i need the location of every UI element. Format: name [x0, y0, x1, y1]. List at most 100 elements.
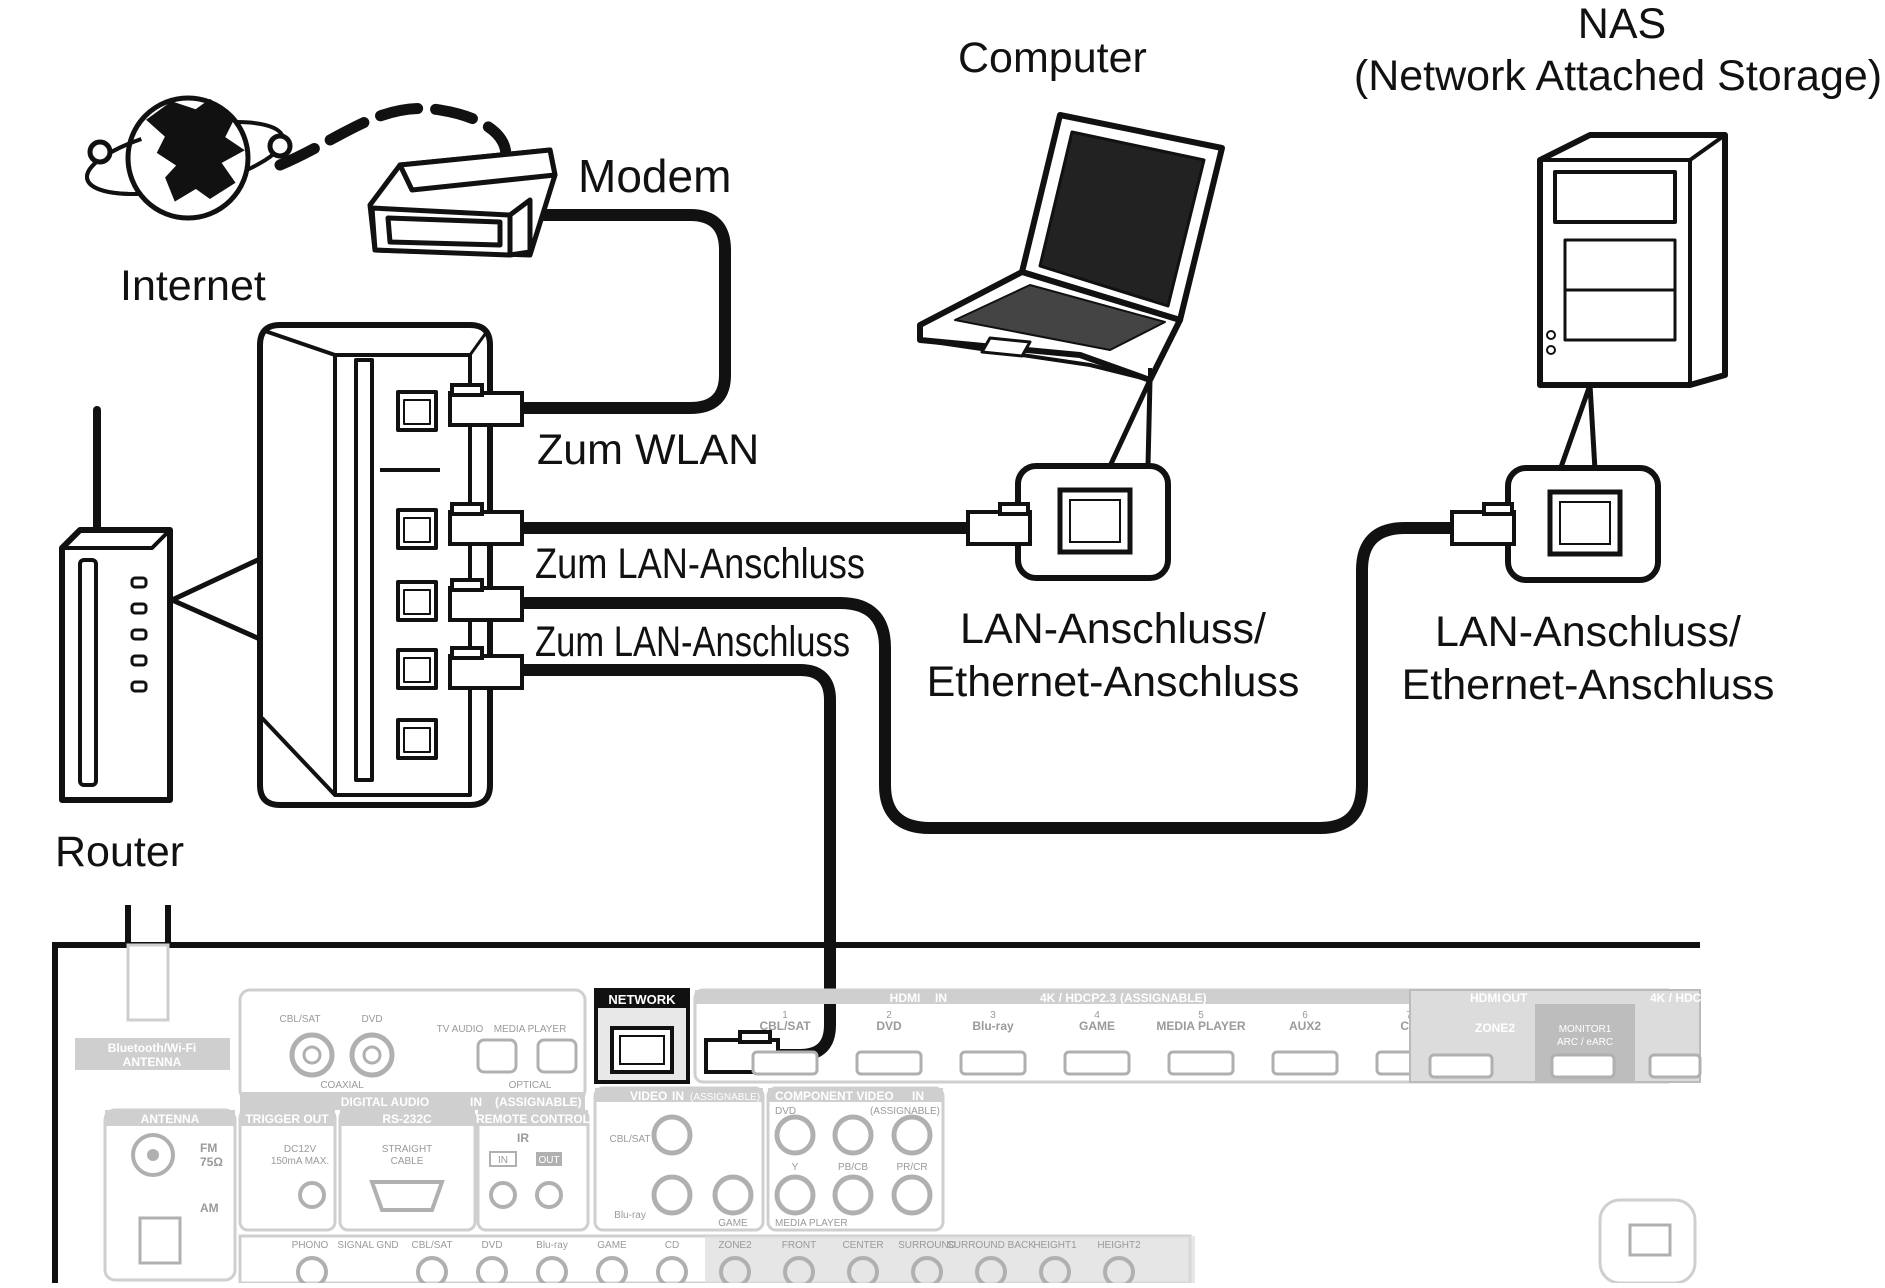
- video-assignable: (ASSIGNABLE): [690, 1092, 760, 1103]
- coax-cbl-sat: CBL/SAT: [280, 1014, 321, 1025]
- zone2-label: ZONE2: [1475, 1021, 1515, 1035]
- rj45-plug: [448, 502, 524, 546]
- analog-input-jack: [416, 1256, 448, 1288]
- hdmi-input-number: 5: [1198, 1010, 1204, 1021]
- video-in-tag: IN: [672, 1089, 684, 1103]
- hdmi-input-label: Blu-ray: [972, 1019, 1014, 1033]
- hdmi-input-label: MEDIA PLAYER: [1156, 1019, 1245, 1033]
- component-tag: IN: [912, 1089, 924, 1103]
- to-wlan-label: Zum WLAN: [537, 426, 759, 474]
- component-pr: PR/CR: [896, 1162, 927, 1173]
- component-dvd: DVD: [775, 1106, 796, 1117]
- nas-port-label: LAN-Anschluss/: [1435, 608, 1741, 656]
- hdmi-input-port: [1063, 1050, 1131, 1076]
- nas-port-callout: [1450, 465, 1661, 583]
- bt-antenna-label: Bluetooth/Wi-Fi: [108, 1041, 197, 1055]
- laptop-icon: [917, 112, 1225, 469]
- hdmi-input-port: [1271, 1050, 1339, 1076]
- modem-label: Modem: [578, 150, 731, 202]
- video-blu-ray: Blu-ray: [614, 1210, 646, 1221]
- analog-input-jack: [476, 1256, 508, 1288]
- component-y: Y: [792, 1162, 799, 1173]
- trigger-spec: DC12V: [284, 1144, 317, 1155]
- signal-gnd-label: SIGNAL GND: [337, 1240, 398, 1251]
- component-assignable: (ASSIGNABLE): [870, 1106, 940, 1117]
- router-lan-port: [396, 648, 438, 690]
- pre-out-label: HEIGHT2: [1097, 1240, 1141, 1251]
- ir-label: IR: [517, 1131, 529, 1145]
- digital-audio-assignable: (ASSIGNABLE): [495, 1095, 582, 1109]
- computer-port-label: Ethernet-Anschluss: [927, 658, 1300, 706]
- trigger-spec: 150mA MAX.: [271, 1156, 329, 1167]
- digital-audio-in-tag: IN: [470, 1095, 482, 1109]
- rj45-plug: [448, 383, 524, 427]
- rj45-plug: [966, 502, 1032, 546]
- coaxial-label: COAXIAL: [320, 1080, 364, 1091]
- hdmi-input-label: CBL/SAT: [759, 1019, 811, 1033]
- router-plugs: [448, 383, 524, 690]
- bt-antenna-label: ANTENNA: [123, 1055, 182, 1069]
- fm-ohm-label: 75Ω: [200, 1155, 223, 1169]
- to-lan-label: Zum LAN-Anschluss: [535, 618, 850, 666]
- video-game: GAME: [718, 1218, 748, 1229]
- nas-label: NAS: [1578, 0, 1666, 48]
- hdmi-input-number: 3: [990, 1010, 996, 1021]
- phono-label: PHONO: [292, 1240, 329, 1251]
- pre-out-label: HEIGHT1: [1033, 1240, 1077, 1251]
- receiver-rear-panel: Bluetooth/Wi-Fi ANTENNA DIGITAL AUDIO IN…: [52, 905, 1702, 1288]
- opt-tv-audio: TV AUDIO: [437, 1024, 484, 1035]
- router-label: Router: [55, 828, 184, 876]
- computer-port-label: LAN-Anschluss/: [960, 605, 1266, 653]
- digital-audio-label: DIGITAL AUDIO: [341, 1095, 429, 1109]
- computer-label: Computer: [958, 34, 1147, 82]
- pre-out-label: SURROUND BACK: [947, 1240, 1035, 1251]
- router-lan-port: [396, 718, 438, 760]
- hdmi-input-port: [855, 1050, 923, 1076]
- remote-control-label: REMOTE CONTROL: [476, 1112, 590, 1126]
- ir-out-label: OUT: [538, 1155, 559, 1166]
- component-video-label: COMPONENT VIDEO: [775, 1089, 894, 1103]
- analog-input-jack: [536, 1256, 568, 1288]
- hdmi-input-label: GAME: [1079, 1019, 1115, 1033]
- pre-out-label: FRONT: [782, 1240, 816, 1251]
- modem-router-cable: [499, 209, 731, 414]
- to-lan-label: Zum LAN-Anschluss: [535, 540, 865, 588]
- router-nas-cable: [519, 522, 1456, 834]
- analog-input-label: Blu-ray: [536, 1240, 568, 1251]
- hdmi-input-number: 2: [886, 1010, 892, 1021]
- hdmi-input-port: [1167, 1050, 1235, 1076]
- analog-input-jack: [596, 1256, 628, 1288]
- rj45-plug: [448, 578, 524, 622]
- nas-full-name: (Network Attached Storage): [1354, 52, 1882, 100]
- internet-modem-cable: [274, 103, 512, 171]
- monitor1-label: MONITOR1: [1559, 1024, 1612, 1035]
- video-in-label: VIDEO: [630, 1089, 667, 1103]
- analog-input-label: GAME: [597, 1240, 627, 1251]
- router-wan-port: [396, 390, 438, 432]
- pre-out-label: SURROUND: [898, 1240, 956, 1251]
- globe-icon: [84, 95, 293, 221]
- hdmi-in-label: HDMI: [890, 991, 921, 1005]
- hdmi-input-port: [959, 1050, 1027, 1076]
- router-lan-port: [396, 580, 438, 622]
- hdmi-input-number: 1: [782, 1010, 788, 1021]
- trigger-out-label: TRIGGER OUT: [245, 1112, 329, 1126]
- analog-input-label: DVD: [481, 1240, 502, 1251]
- analog-input-label: CD: [665, 1240, 679, 1251]
- network-port-label: NETWORK: [608, 992, 676, 1007]
- am-label: AM: [200, 1201, 219, 1215]
- hdmi-spec: 4K / HDCP2.3: [1040, 991, 1116, 1005]
- opt-media-player: MEDIA PLAYER: [494, 1024, 567, 1035]
- analog-input-label: CBL/SAT: [412, 1240, 453, 1251]
- hdmi-input-label: AUX2: [1289, 1019, 1321, 1033]
- optical-label: OPTICAL: [509, 1080, 552, 1091]
- router-lan-port: [396, 508, 438, 550]
- video-cbl-sat: CBL/SAT: [610, 1134, 651, 1145]
- component-pb: PB/CB: [838, 1162, 868, 1173]
- hdmi-out-spec: 4K / HDC: [1650, 991, 1702, 1005]
- nas-port-label: Ethernet-Anschluss: [1402, 661, 1775, 709]
- rs232c-cable: CABLE: [391, 1156, 424, 1167]
